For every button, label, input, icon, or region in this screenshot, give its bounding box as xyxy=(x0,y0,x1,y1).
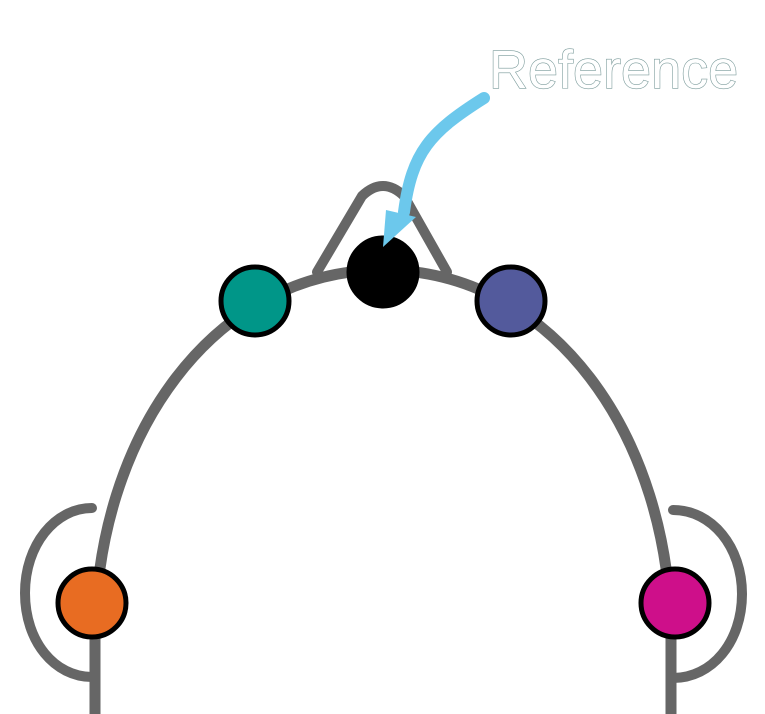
head-outline xyxy=(89,264,677,714)
reference-arrow-shaft xyxy=(398,92,490,218)
front-right-electrode xyxy=(474,264,548,338)
reference-electrode xyxy=(346,235,420,309)
left-ear-electrode xyxy=(55,566,129,640)
right-ear-electrode xyxy=(638,566,712,640)
front-left-electrode xyxy=(218,264,292,338)
left-ear-outline xyxy=(20,503,97,682)
reference-arrow-head xyxy=(383,210,416,247)
reference-label: Reference xyxy=(489,40,738,100)
right-ear-outline xyxy=(668,505,747,683)
